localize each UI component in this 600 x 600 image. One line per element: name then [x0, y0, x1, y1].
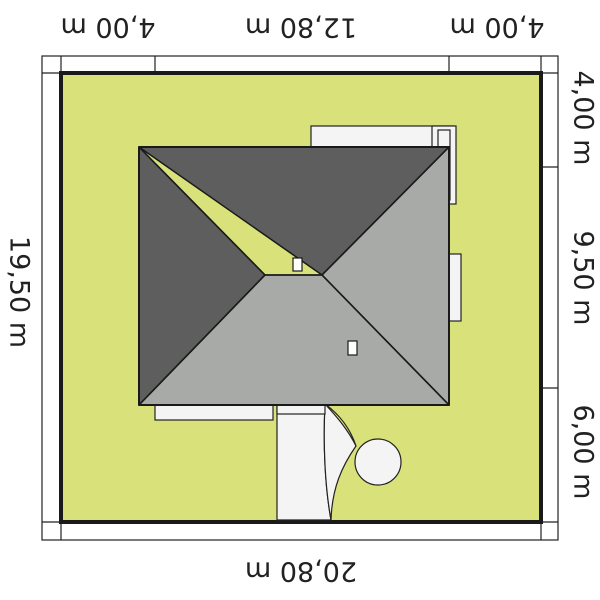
chimney-1	[292, 257, 303, 272]
dim-right-bottom: 6,00 m	[568, 404, 599, 499]
dim-right-middle: 9,50 m	[568, 230, 599, 325]
dim-left: 19,50 m	[4, 236, 35, 348]
chimneys	[292, 257, 358, 356]
dim-right-top: 4,00 m	[568, 70, 599, 165]
dim-bottom: 20,80 m	[245, 556, 357, 587]
dim-top-left: 4,00 m	[60, 12, 155, 43]
chimney-2	[347, 340, 358, 356]
paving	[276, 402, 402, 521]
dim-top-right: 4,00 m	[449, 12, 544, 43]
dim-top-middle: 12,80 m	[245, 12, 357, 43]
roof	[138, 146, 450, 406]
